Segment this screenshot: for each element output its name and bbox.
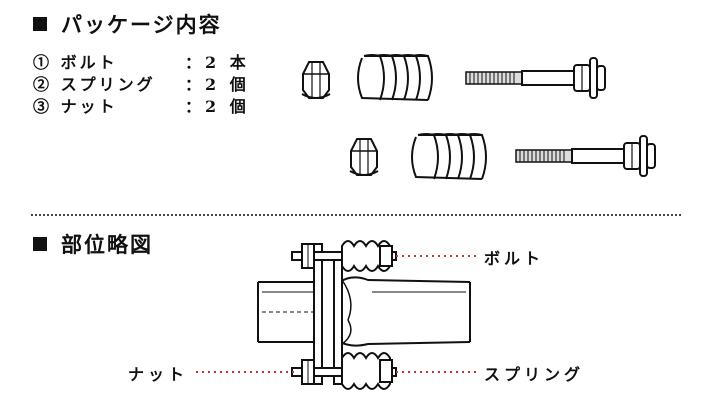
item-quantity: ：2 本 bbox=[185, 53, 250, 72]
square-bullet-icon bbox=[33, 17, 47, 31]
package-heading: パッケージ内容 bbox=[33, 9, 222, 39]
list-item: ① ボルト ：2 本 bbox=[33, 52, 250, 74]
list-item: ② スプリング ：2 個 bbox=[33, 74, 250, 96]
package-heading-text: パッケージ内容 bbox=[61, 12, 222, 37]
diagram-heading-text: 部位略図 bbox=[61, 232, 153, 257]
item-quantity: ：2 個 bbox=[185, 97, 250, 116]
list-item: ③ ナット ：2 個 bbox=[33, 96, 250, 118]
diagram-heading: 部位略図 bbox=[33, 229, 153, 259]
left-pipe bbox=[258, 281, 322, 343]
square-bullet-icon bbox=[33, 237, 47, 251]
item-name: ① ボルト bbox=[33, 53, 118, 72]
item-name: ② スプリング bbox=[33, 75, 156, 94]
right-flange bbox=[333, 251, 343, 385]
left-flange bbox=[313, 243, 323, 385]
spring-callout-label: スプリング bbox=[484, 365, 585, 384]
right-pipe bbox=[339, 276, 471, 347]
section-divider bbox=[31, 214, 681, 216]
package-item-list: ① ボルト ：2 本 ② スプリング ：2 個 ③ ナット ：2 個 bbox=[33, 52, 250, 118]
item-quantity: ：2 個 bbox=[185, 75, 250, 94]
item-name: ③ ナット bbox=[33, 97, 118, 116]
bolt-callout-label: ボルト bbox=[484, 249, 545, 268]
nut-callout-label: ナット bbox=[128, 365, 189, 384]
bottom-spring bbox=[341, 352, 391, 390]
